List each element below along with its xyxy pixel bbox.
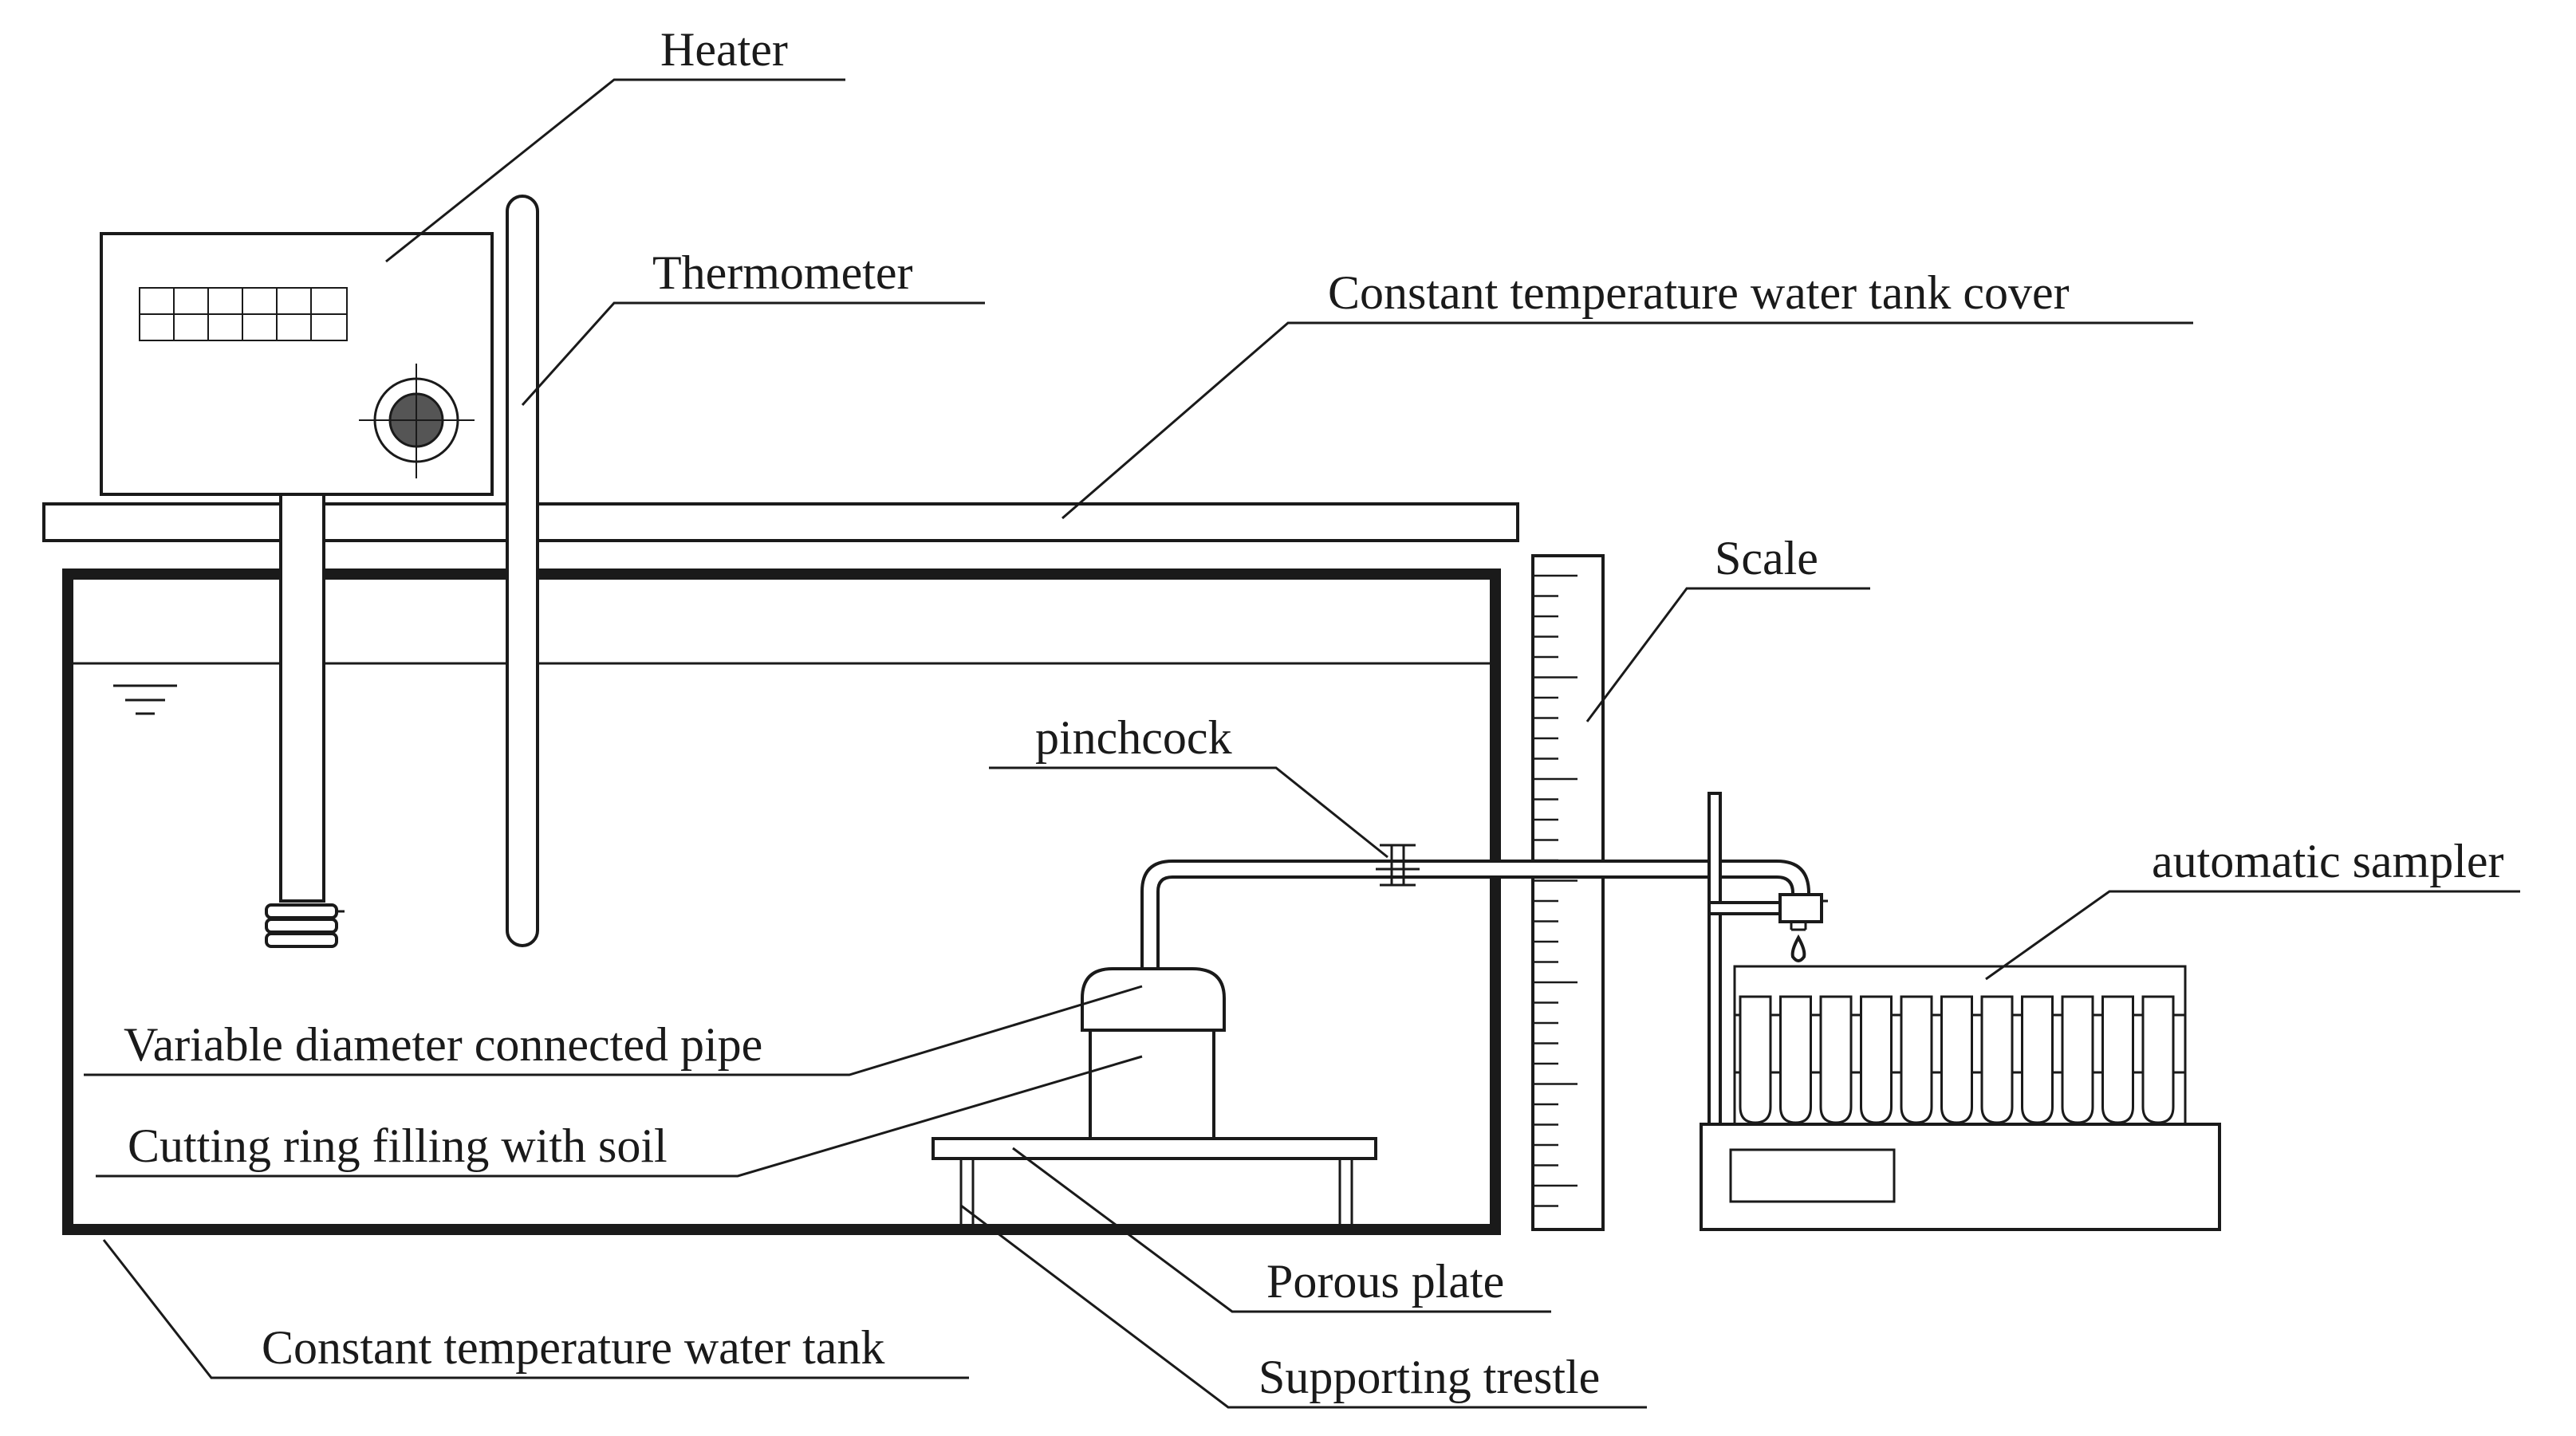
diagram-labels: Heater Thermometer Constant temperature … — [124, 23, 2504, 1403]
test-tube-icon — [1980, 995, 2014, 1124]
label-tank-cover: Constant temperature water tank cover — [1328, 266, 2070, 319]
tank-cover — [42, 502, 1519, 542]
label-variable-pipe: Variable diameter connected pipe — [124, 1018, 762, 1071]
test-tube-icon — [1940, 995, 1973, 1124]
scale-ruler — [1531, 554, 1605, 1231]
test-tube-icon — [2061, 995, 2094, 1124]
water-drop-icon — [1790, 934, 1806, 962]
cutting-ring — [1089, 1029, 1215, 1140]
heater-rod — [279, 493, 325, 903]
sampler-base — [1700, 1123, 2221, 1231]
label-porous-plate: Porous plate — [1266, 1255, 1504, 1308]
label-thermometer: Thermometer — [652, 246, 913, 299]
label-heater: Heater — [660, 23, 788, 76]
heater-coil-icon — [265, 903, 345, 948]
test-tube-icon — [1860, 995, 1893, 1124]
supporting-trestle — [959, 1159, 1353, 1229]
label-automatic-sampler: automatic sampler — [2152, 835, 2504, 887]
test-tubes — [1739, 995, 2175, 1124]
water-tank-wall — [62, 568, 1501, 1235]
sampler-tray — [1733, 965, 2187, 1126]
test-tube-icon — [1900, 995, 1933, 1124]
test-tube-icon — [1779, 995, 1812, 1124]
thermometer-tube — [506, 195, 539, 947]
variable-pipe-cap — [1081, 967, 1226, 1032]
heater — [100, 232, 494, 948]
sampler-display — [1729, 1148, 1896, 1203]
test-tube-icon — [2101, 995, 2134, 1124]
porous-plate — [932, 1137, 1377, 1160]
heater-box — [100, 232, 494, 496]
label-cutting-ring: Cutting ring filling with soil — [128, 1119, 668, 1172]
water-level-symbol — [113, 684, 177, 715]
test-tube-icon — [1739, 995, 1772, 1124]
dropper-nozzle — [1778, 893, 1828, 931]
heater-knob-icon — [359, 364, 475, 478]
label-supporting-trestle: Supporting trestle — [1258, 1351, 1600, 1403]
label-scale: Scale — [1715, 532, 1818, 584]
pinchcock-icon — [1376, 844, 1420, 887]
label-pinchcock: pinchcock — [1035, 711, 1232, 764]
test-tube-icon — [1819, 995, 1853, 1124]
heater-display — [139, 287, 348, 341]
test-tube-icon — [2021, 995, 2054, 1124]
automatic-sampler — [1700, 965, 2221, 1231]
leader-lines — [84, 78, 2520, 1409]
test-tube-icon — [2141, 995, 2175, 1124]
label-water-tank: Constant temperature water tank — [262, 1321, 884, 1374]
